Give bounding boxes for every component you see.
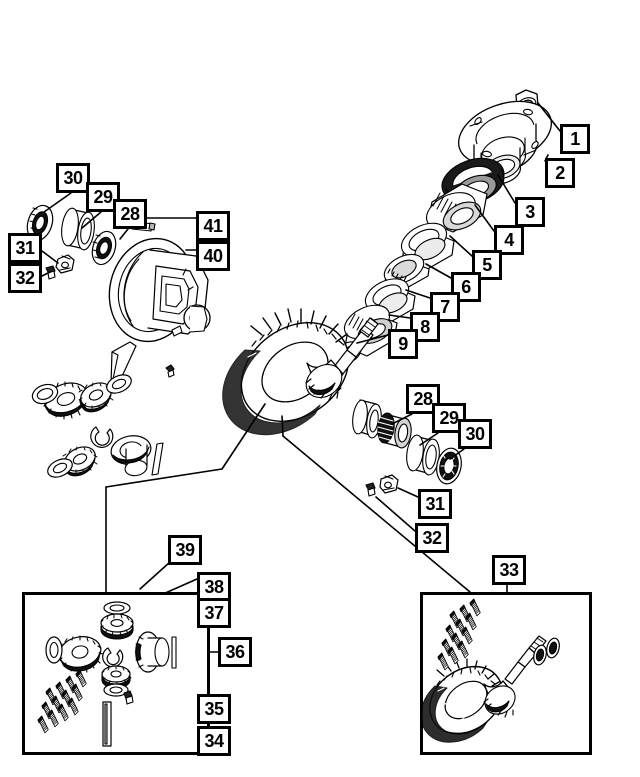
- kit-side-gear-left: [58, 635, 104, 674]
- part-differential-housing: [108, 237, 211, 343]
- part-c-clip: [90, 426, 114, 448]
- kit-thrust-washer-left: [45, 636, 63, 664]
- kit-thrust-washer-top: [103, 601, 131, 615]
- part-thrust-washer-side-gear-lower: [151, 442, 164, 476]
- callout-30[interactable]: 30: [56, 163, 90, 193]
- part-side-shim-left: [91, 230, 117, 266]
- callout-36[interactable]: 36: [218, 637, 252, 667]
- callout-8[interactable]: 8: [410, 312, 440, 342]
- callout-1[interactable]: 1: [560, 124, 590, 154]
- part-side-bearing-cup-right: [406, 434, 440, 476]
- kit-side-gear-top: [100, 613, 134, 640]
- part-side-bearing-right: [377, 412, 412, 449]
- kit-side-gear-right: [135, 631, 170, 673]
- callout-31[interactable]: 31: [418, 489, 452, 519]
- kit33-bolts: [436, 598, 482, 671]
- kit33-bearings: [533, 637, 560, 666]
- callout-3[interactable]: 3: [515, 197, 545, 227]
- callout-40[interactable]: 40: [196, 241, 230, 271]
- part-side-gear-lower: [110, 435, 152, 477]
- part-bearing-retainer-right: [379, 474, 399, 494]
- kit-shim-plate: [171, 636, 177, 669]
- part-thrust-washer-lower: [47, 458, 73, 478]
- kit-c-clip: [102, 647, 124, 668]
- callout-37[interactable]: 37: [197, 598, 231, 628]
- kit-lock-screw: [123, 690, 134, 705]
- part-bearing-retainer-left: [55, 254, 75, 274]
- part-thrust-washer-upper-right: [106, 374, 132, 394]
- kit33-pinion: [483, 635, 547, 718]
- callout-31[interactable]: 31: [8, 233, 42, 263]
- kit-cross-shaft: [102, 701, 112, 747]
- callout-28[interactable]: 28: [113, 199, 147, 229]
- kit-thrust-washer-bottom: [103, 683, 129, 697]
- callout-9[interactable]: 9: [388, 329, 418, 359]
- callout-41[interactable]: 41: [196, 211, 230, 241]
- part-cross-shaft-upper: [110, 341, 137, 386]
- callout-2[interactable]: 2: [545, 158, 575, 188]
- part-collapsible-spacer: [400, 222, 455, 272]
- part-retainer-bolt-right: [365, 482, 376, 497]
- part-thrust-washer-upper-left: [31, 383, 59, 405]
- callout-33[interactable]: 33: [492, 555, 526, 585]
- kit-ring-gear-bolts: [36, 669, 88, 734]
- callout-32[interactable]: 32: [8, 263, 42, 293]
- part-side-bearing-left: [26, 204, 54, 242]
- kit33-ring-gear: [420, 658, 503, 743]
- part-inner-pinion-bearing-cup: [364, 278, 416, 325]
- callout-30[interactable]: 30: [458, 419, 492, 449]
- callout-39[interactable]: 39: [168, 535, 202, 565]
- callout-32[interactable]: 32: [415, 523, 449, 553]
- part-pinion-mate-upper: [78, 382, 114, 413]
- part-side-roller-bearing-right: [436, 447, 462, 485]
- part-side-shim-right: [352, 399, 382, 439]
- part-outer-pinion-bearing: [426, 183, 488, 233]
- callout-34[interactable]: 34: [197, 726, 231, 756]
- part-lock-pin: [165, 364, 175, 378]
- callout-35[interactable]: 35: [197, 694, 231, 724]
